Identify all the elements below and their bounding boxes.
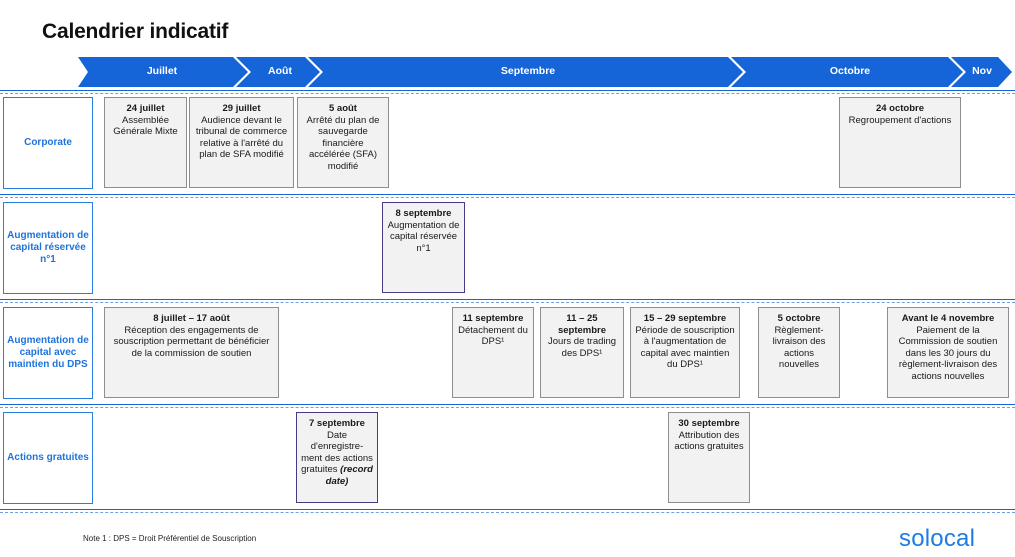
event-date: 7 septembre [309,418,365,429]
timeline-arrows [78,57,1012,87]
month-arrow-nov [951,57,1012,87]
month-label-nov: Nov [972,65,992,77]
month-label-aout: Août [268,65,292,77]
event-description: Assemblée Générale Mixte [113,114,178,138]
month-arrow-aout [236,57,320,87]
event-description: Audience devant le tribunal de commerce … [195,114,288,161]
month-arrow-septembre [308,57,743,87]
event-description: Paiement de la Commission de soutien dan… [898,324,998,382]
separator-line-dashed [0,197,1015,198]
footnote: Note 1 : DPS = Droit Préférentiel de Sou… [83,534,257,543]
event-card: 8 septembre Augmentation de capital rése… [382,202,465,293]
event-date: 30 septembre [678,418,740,429]
event-card: 11 – 25 septembre Jours de trading des D… [540,307,624,398]
separator-line-dashed [0,512,1015,513]
separator-line [0,509,1015,510]
event-card: 24 juillet Assemblée Générale Mixte [104,97,187,188]
month-label-septembre: Septembre [500,65,556,77]
solocal-logo: solocal [899,525,976,552]
event-description: Regroupement d'actions [848,114,952,126]
event-date: 11 septembre [462,313,524,324]
row-label-augmentation-reservee: Augmentation de capital réservée n°1 [3,202,93,294]
row-label-corporate: Corporate [3,97,93,189]
row-label-actions-gratuites: Actions gratuites [3,412,93,504]
event-date: 29 juillet [222,103,261,114]
event-card: 7 septembre Date d'enregistre-ment des a… [296,412,378,503]
separator-line [0,299,1015,300]
month-arrow-octobre [731,57,963,87]
row-label-augmentation-dps: Augmentation de capital avec maintien du… [3,307,93,399]
separator-line-dashed [0,302,1015,303]
event-card: 29 juillet Audience devant le tribunal d… [189,97,294,188]
event-date: 24 octobre [875,103,925,114]
event-date: 24 juillet [126,103,165,114]
event-card: 30 septembre Attribution des actions gra… [668,412,750,503]
event-card: 15 – 29 septembre Période de souscriptio… [630,307,740,398]
event-card: 5 octobre Règlement-livraison des action… [758,307,840,398]
event-description: Règlement-livraison des actions nouvelle… [772,324,826,371]
event-card: Avant le 4 novembre Paiement de la Commi… [887,307,1009,398]
separator-line-dashed [0,93,1015,94]
event-description: Jours de trading des DPS¹ [547,336,617,359]
event-date: 8 septembre [395,208,452,219]
event-description: Détachement du DPS¹ [458,324,528,348]
separator-line-dashed [0,407,1015,408]
event-date: Avant le 4 novembre [901,313,995,324]
event-date: 8 juillet – 17 août [153,313,230,324]
event-date: 15 – 29 septembre [643,313,727,324]
event-description: Période de souscription à l'augmentation… [635,324,735,371]
event-description-text: Date d'enregistre-ment des actions gratu… [301,429,373,476]
separator-line [0,90,1015,91]
event-card: 8 juillet – 17 août Réception des engage… [104,307,279,398]
event-description: Augmentation de capital réservée n°1 [387,219,460,254]
event-description: Réception des engagements de souscriptio… [113,324,270,359]
month-arrow-juillet [78,57,248,87]
event-date: 11 – 25 septembre [557,313,607,336]
month-label-octobre: Octobre [829,65,871,77]
event-description: Attribution des actions gratuites [674,429,744,453]
event-date: 5 octobre [777,313,821,324]
page-title: Calendrier indicatif [42,20,229,43]
event-card: 24 octobre Regroupement d'actions [839,97,961,188]
month-label-juillet: Juillet [146,65,178,77]
separator-line [0,404,1015,405]
event-card: 11 septembre Détachement du DPS¹ [452,307,534,398]
timeline: Juillet Août Septembre Octobre Nov [78,57,1013,87]
event-description: Arrêté du plan de sauvegarde financière … [306,114,380,172]
event-card: 5 août Arrêté du plan de sauvegarde fina… [297,97,389,188]
event-description: Date d'enregistre-ment des actions gratu… [301,430,373,488]
record-date-note: (record date) [325,464,373,487]
event-date: 5 août [329,103,357,114]
separator-line [0,194,1015,195]
